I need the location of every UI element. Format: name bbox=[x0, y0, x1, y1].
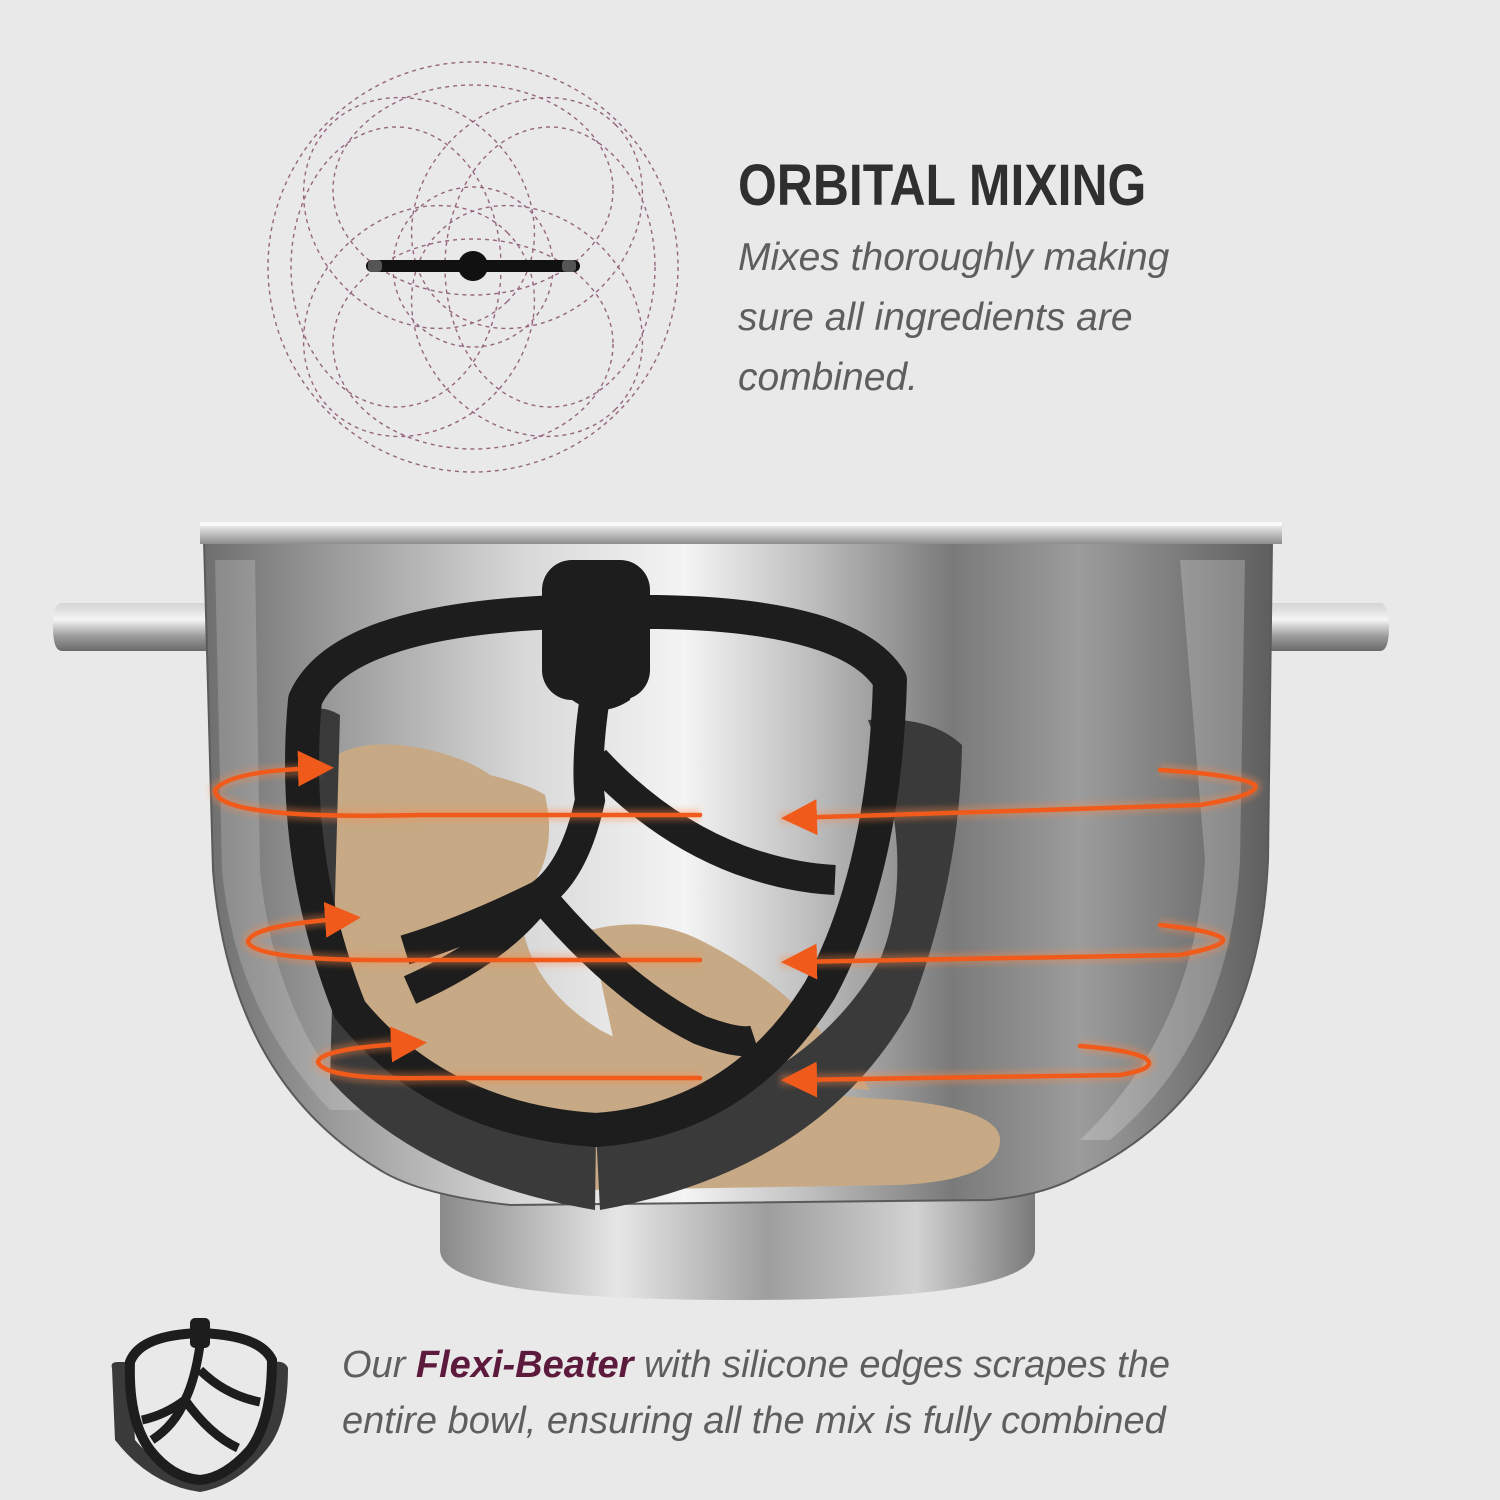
caption-line-1-rest: with silicone edges scrapes the bbox=[633, 1344, 1170, 1386]
section-heading: ORBITAL MIXING bbox=[738, 153, 1147, 218]
mixing-arrows bbox=[208, 750, 1262, 1098]
flexi-beater-caption: Our Flexi-Beater with silicone edges scr… bbox=[342, 1337, 1462, 1449]
orbital-path-icon bbox=[267, 61, 679, 473]
description-line: Mixes thoroughly making bbox=[738, 236, 1170, 279]
description-line: sure all ingredients are bbox=[738, 296, 1133, 339]
brand-name: Flexi-Beater bbox=[415, 1344, 634, 1386]
caption-line-2: entire bowl, ensuring all the mix is ful… bbox=[342, 1400, 1166, 1442]
description-line: combined. bbox=[738, 356, 918, 399]
flexi-beater-icon bbox=[111, 1318, 288, 1492]
mixing-bowl bbox=[53, 522, 1389, 1300]
caption-line-1: Our Flexi-Beater with silicone edges scr… bbox=[342, 1337, 1462, 1393]
caption-prefix: Our bbox=[342, 1344, 416, 1386]
feature-description: Mixes thoroughly making sure all ingredi… bbox=[738, 228, 1258, 408]
